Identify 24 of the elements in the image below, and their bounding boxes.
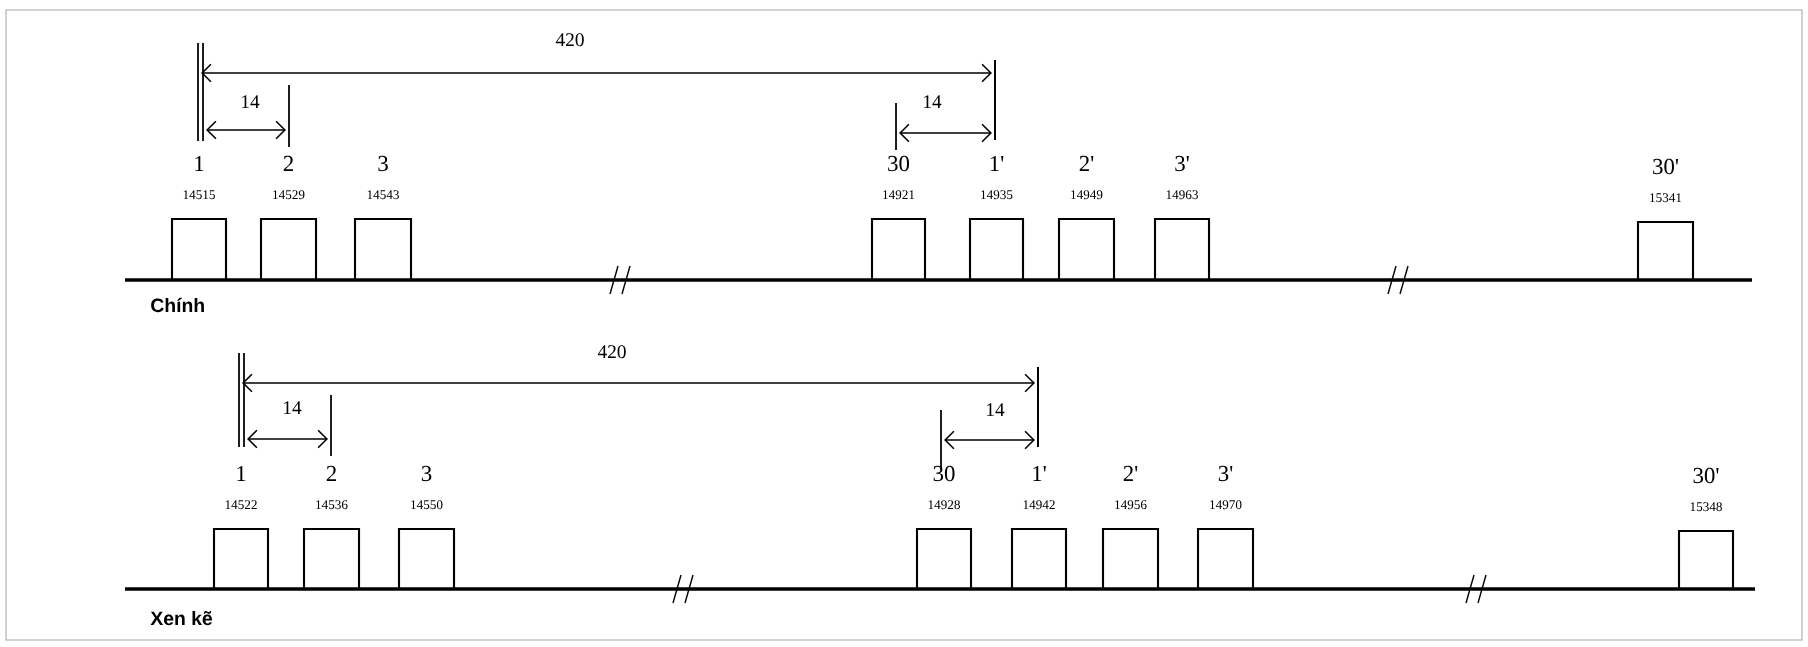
dimension-label: 420	[595, 343, 629, 360]
channel-box: 1' 14935	[968, 155, 1025, 280]
dimension-label: 14	[280, 399, 304, 416]
channel-box: 3' 14963	[1153, 155, 1211, 280]
row-label: Xen kẽ	[150, 611, 212, 626]
channel-box: 1 14522	[212, 465, 270, 588]
channel-box: 3 14550	[397, 465, 456, 588]
dimension-label: 14	[238, 93, 262, 110]
channel-box: 30 14928	[915, 465, 973, 589]
channel-box: 1' 14942	[1010, 465, 1068, 589]
channel-box: 2' 14956	[1101, 465, 1160, 589]
channel-box: 2 14529	[259, 155, 318, 280]
channel-box: 2' 14949	[1057, 155, 1116, 280]
channel-box: 2 14536	[302, 465, 361, 588]
channel-box: 30' 15348	[1677, 467, 1735, 590]
row-label: Chính	[151, 297, 204, 313]
channel-box: 1 14515	[170, 155, 228, 280]
channel-box: 30 14921	[870, 155, 927, 280]
dimension-label: 14	[920, 93, 944, 110]
channel-box: 30' 15341	[1636, 158, 1695, 281]
dimension-label: 14	[983, 401, 1007, 418]
channel-box: 3 14543	[353, 155, 413, 280]
dimension-label: 420	[553, 31, 587, 48]
channel-box: 3' 14970	[1196, 465, 1255, 589]
